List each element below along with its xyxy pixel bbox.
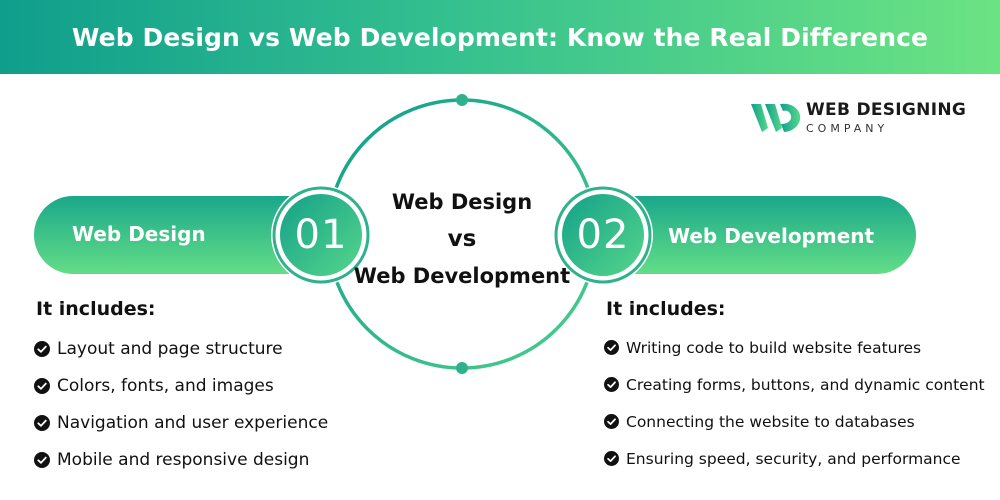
check-circle-icon bbox=[34, 451, 50, 468]
check-circle-icon bbox=[604, 340, 619, 355]
badge-02-ring bbox=[554, 186, 652, 284]
center-line-1: Web Design bbox=[391, 190, 533, 214]
left-pill-label: Web Design bbox=[72, 222, 206, 246]
right-list-title: It includes: bbox=[606, 298, 726, 320]
list-item-text: Mobile and responsive design bbox=[57, 449, 310, 470]
logo-line-2: COMPANY bbox=[806, 122, 889, 135]
list-item-text: Colors, fonts, and images bbox=[57, 375, 274, 396]
ring-bottom-dot bbox=[456, 362, 468, 374]
center-line-3: Web Development bbox=[353, 264, 571, 288]
company-logo[interactable]: WEB DESIGNING COMPANY bbox=[748, 98, 978, 138]
list-item-text: Connecting the website to databases bbox=[626, 412, 915, 431]
center-line-2: vs bbox=[447, 226, 477, 252]
badge-02 bbox=[562, 194, 644, 276]
badge-01 bbox=[280, 194, 362, 276]
left-list-title: It includes: bbox=[36, 298, 156, 320]
list-item-text: Navigation and user experience bbox=[57, 412, 329, 433]
badge-02-number: 02 bbox=[576, 212, 630, 258]
check-circle-icon bbox=[34, 414, 50, 431]
list-item-text: Creating forms, buttons, and dynamic con… bbox=[626, 375, 985, 394]
list-item: Navigation and user experience bbox=[34, 404, 328, 441]
badge-01-number: 01 bbox=[294, 212, 348, 258]
check-circle-icon bbox=[604, 451, 619, 466]
header-banner: Web Design vs Web Development: Know the … bbox=[0, 0, 1000, 74]
check-circle-icon bbox=[604, 414, 619, 429]
right-pill-label: Web Development bbox=[668, 224, 875, 248]
right-pill bbox=[570, 196, 916, 274]
list-item: Colors, fonts, and images bbox=[34, 367, 328, 404]
check-circle-icon bbox=[34, 340, 50, 357]
ring-top-dot bbox=[456, 94, 468, 106]
list-item: Mobile and responsive design bbox=[34, 441, 328, 478]
check-circle-icon bbox=[34, 377, 50, 394]
page-title: Web Design vs Web Development: Know the … bbox=[71, 22, 929, 52]
list-item: Layout and page structure bbox=[34, 330, 328, 367]
list-item-text: Writing code to build website features bbox=[626, 338, 922, 357]
list-item: Writing code to build website features bbox=[604, 329, 985, 366]
left-pill bbox=[34, 196, 354, 274]
list-item: Creating forms, buttons, and dynamic con… bbox=[604, 366, 985, 403]
badge-01-ring bbox=[272, 186, 370, 284]
list-item: Ensuring speed, security, and performanc… bbox=[604, 440, 985, 477]
left-feature-list: Layout and page structure Colors, fonts,… bbox=[34, 330, 328, 478]
list-item: Connecting the website to databases bbox=[604, 403, 985, 440]
wdc-logo-icon bbox=[751, 103, 801, 132]
logo-text: WEB DESIGNING COMPANY bbox=[806, 100, 967, 135]
right-feature-list: Writing code to build website features C… bbox=[604, 329, 985, 477]
logo-line-1: WEB DESIGNING bbox=[806, 100, 967, 120]
list-item-text: Ensuring speed, security, and performanc… bbox=[626, 449, 961, 468]
check-circle-icon bbox=[604, 377, 619, 392]
list-item-text: Layout and page structure bbox=[57, 338, 283, 359]
